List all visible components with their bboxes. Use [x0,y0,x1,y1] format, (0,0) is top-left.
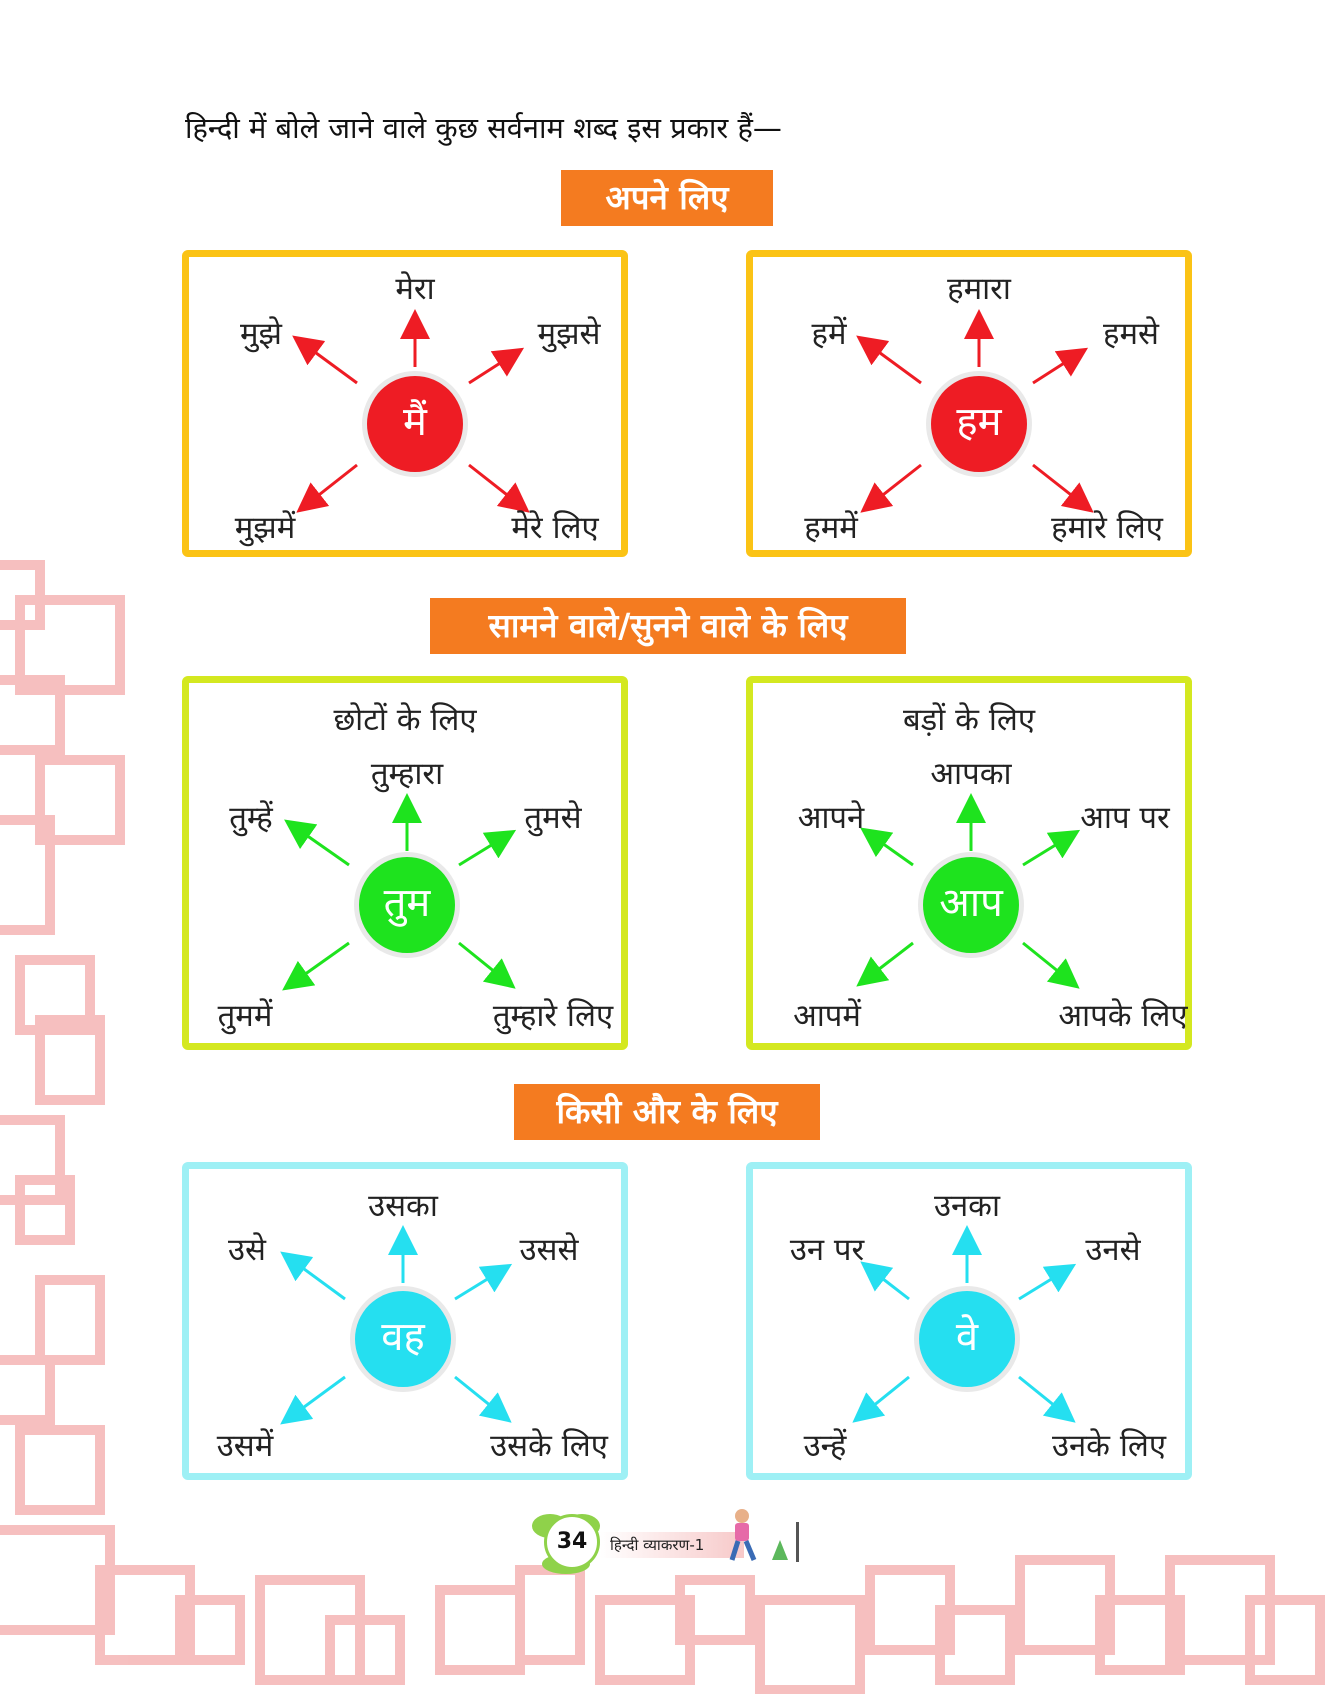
diagram-aap: बड़ों के लिए आप आपका आपने आप पर आपमें आप… [746,676,1192,1050]
diagram-ve: वे उनका उन पर उनसे उन्हें उनके लिए [746,1162,1192,1480]
word-bottom-right: तुम्हारे लिए [492,998,614,1034]
center-pronoun: आप [939,880,1003,926]
section-banner-self: अपने लिए [561,170,773,226]
center-pronoun: वह [381,1314,425,1360]
word-bottom-right: मेरे लिए [511,510,599,546]
boy-walking-icon [729,1509,799,1562]
diagram-tum: छोटों के लिए तुम तुम्हारा तुम्हें तुमसे … [182,676,628,1050]
word-top-left: हमें [811,316,847,352]
word-top-left: उसे [228,1232,266,1268]
diagram-subtitle: छोटों के लिए [333,702,477,738]
diagram-vah: वह उसका उसे उससे उसमें उसके लिए [182,1162,628,1480]
word-bottom-right: हमारे लिए [1051,510,1163,546]
arrows [282,793,517,991]
page-footer: 34 हिन्दी व्याकरण-1 [520,1504,820,1574]
center-pronoun: मैं [403,399,427,445]
center-pronoun: वे [955,1314,979,1360]
word-top: आपका [930,756,1012,792]
arrows [856,793,1081,989]
section-banner-others: किसी और के लिए [514,1084,820,1140]
word-bottom-right: उसके लिए [490,1428,608,1464]
book-title: हिन्दी व्याकरण-1 [600,1532,745,1558]
arrows [292,309,530,513]
word-top-left: मुझे [240,316,282,352]
word-top-right: मुझसे [537,316,601,352]
word-bottom-left: उसमें [216,1428,274,1464]
section-banner-listener: सामने वाले/सुनने वाले के लिए [430,598,906,654]
word-bottom-left: आपमें [793,998,861,1034]
word-bottom-left: मुझमें [234,510,296,546]
arrows [852,1225,1077,1423]
word-top-right: उससे [519,1232,579,1268]
word-top-right: उनसे [1085,1232,1141,1268]
diagram-subtitle: बड़ों के लिए [902,702,1036,738]
word-top-left: आपने [797,800,865,836]
word-top: मेरा [395,271,435,307]
page-number: 34 [544,1514,600,1570]
diagram-ham: हम हमारा हमें हमसे हममें हमारे लिए [746,250,1192,557]
word-bottom-right: आपके लिए [1058,998,1188,1034]
arrows [856,309,1094,513]
word-top-left: उन पर [789,1232,865,1268]
word-top: हमारा [947,271,1011,307]
word-bottom-right: उनके लिए [1051,1428,1167,1464]
center-pronoun: तुम [383,880,431,926]
word-bottom-left: उन्हें [803,1428,847,1464]
word-top: उनका [933,1188,1001,1224]
word-top-right: तुमसे [524,800,582,836]
center-pronoun: हम [956,399,1002,445]
arrows [280,1225,513,1425]
word-bottom-left: तुममें [217,998,273,1034]
intro-text: हिन्दी में बोले जाने वाले कुछ सर्वनाम शब… [185,111,782,145]
word-top: उसका [368,1188,438,1224]
diagram-main: मैं मेरा मुझे मुझसे मुझमें मेरे लिए [182,250,628,557]
word-top-left: तुम्हें [229,800,273,836]
word-top-right: आप पर [1080,800,1170,836]
word-top-right: हमसे [1103,316,1159,352]
word-bottom-left: हममें [804,510,858,546]
word-top: तुम्हारा [370,756,444,792]
